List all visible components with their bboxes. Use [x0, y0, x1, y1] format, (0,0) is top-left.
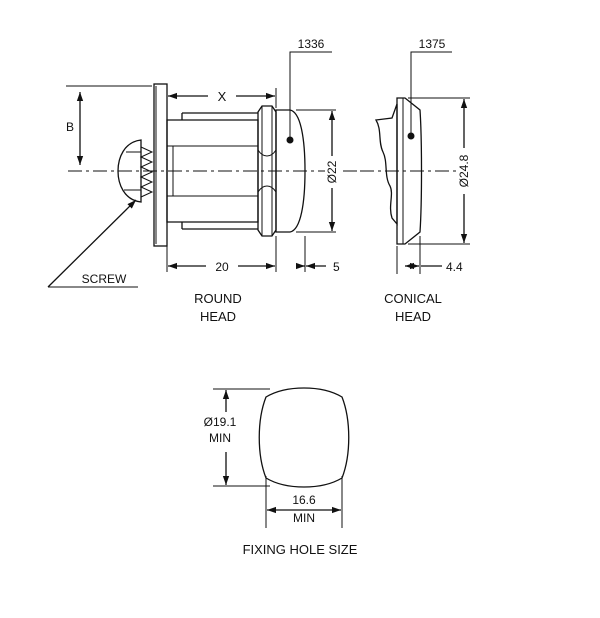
part-number-conical: 1375	[419, 37, 446, 51]
round-head-caption-1: ROUND	[194, 291, 242, 306]
round-head-caption-2: HEAD	[200, 309, 236, 324]
hole-width-label-2: MIN	[293, 511, 315, 525]
dim-conical-head-label: 4.4	[446, 260, 463, 274]
dim-round-head-label: 5	[333, 260, 340, 274]
conical-head-caption-2: HEAD	[395, 309, 431, 324]
fixing-hole-view: Ø19.1 MIN 16.6 MIN FIXING HOLE SIZE	[204, 387, 358, 557]
round-head-lock-view: B X 1336 Ø22 20 5 SCREW ROUND HEAD	[47, 37, 372, 324]
dim-conical-diameter: Ø24.8	[457, 154, 471, 187]
hole-diameter-label-1: Ø19.1	[204, 415, 237, 429]
conical-head	[396, 97, 423, 245]
part-number-round: 1336	[298, 37, 325, 51]
dim-x-label: X	[218, 89, 227, 104]
fixing-hole-title: FIXING HOLE SIZE	[243, 542, 358, 557]
body-stub	[374, 103, 398, 226]
screw-serration	[139, 146, 154, 198]
leader-1375	[410, 51, 452, 136]
conical-head-caption-1: CONICAL	[384, 291, 442, 306]
screw-label: SCREW	[82, 272, 127, 286]
leader-1336	[289, 51, 332, 140]
dim-round-diameter: Ø22	[325, 160, 339, 183]
conical-head-lock-view: 1375 Ø24.8 4.4 CONICAL HEAD	[360, 37, 471, 324]
dim-b-label: B	[66, 120, 74, 134]
dim-length-label: 20	[215, 260, 229, 274]
hole-diameter-label-2: MIN	[209, 431, 231, 445]
hole-width-label-1: 16.6	[292, 493, 316, 507]
fixing-hole-outline	[258, 387, 350, 488]
